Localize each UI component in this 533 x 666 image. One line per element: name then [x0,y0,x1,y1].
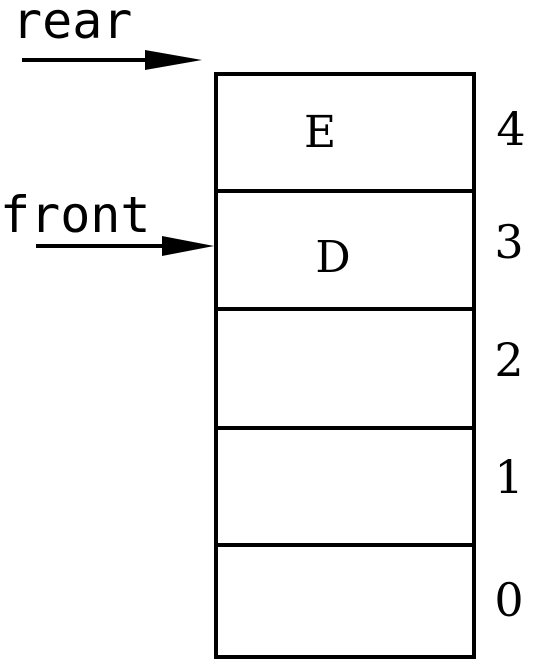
cell-index: 0 [494,573,523,627]
queue-cell-1: 1 [494,450,523,504]
queue-cell-4: E 4 [304,102,526,158]
front-arrowhead-icon [162,236,214,256]
queue-array: E 4 D 3 2 1 0 [214,72,526,659]
queue-outline [214,72,476,659]
front-label: front [0,186,151,244]
cell-index: 4 [496,102,525,156]
cell-index: 3 [494,215,523,269]
cell-value: D [315,232,350,283]
front-pointer: front [0,186,214,256]
rear-pointer: rear [12,0,202,70]
cell-value: E [304,107,336,158]
queue-cell-2: 2 [494,333,523,387]
queue-cell-0: 0 [494,573,523,627]
rear-arrowhead-icon [145,50,202,70]
cell-index: 1 [494,450,523,504]
cell-index: 2 [494,333,523,387]
rear-label: rear [12,0,132,50]
queue-cell-3: D 3 [315,215,523,283]
